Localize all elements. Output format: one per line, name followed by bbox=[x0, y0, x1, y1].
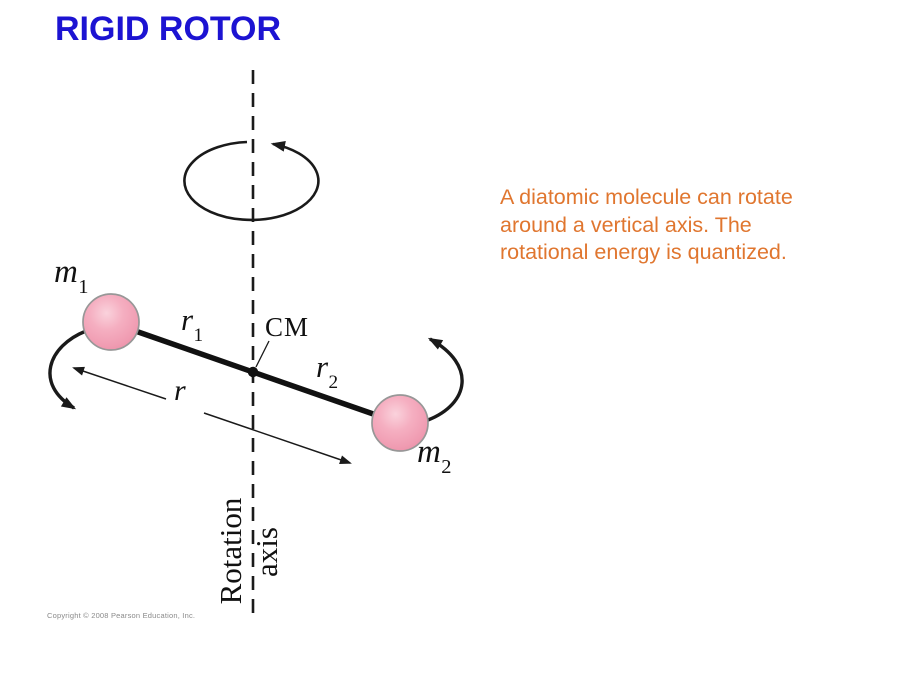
caption-line-2: around a vertical axis. The bbox=[500, 212, 752, 237]
r-label: r bbox=[174, 374, 186, 407]
m2-rotation-arrow bbox=[427, 337, 464, 422]
caption-line-3: rotational energy is quantized. bbox=[500, 240, 787, 264]
rotation-axis-word1: Rotation bbox=[213, 497, 248, 605]
r2-label: r2 bbox=[316, 349, 338, 392]
r1-label-base: r bbox=[181, 302, 194, 337]
rotation-ellipse-arrow bbox=[183, 140, 320, 222]
r1-label: r1 bbox=[181, 302, 203, 345]
rotation-axis-word2: axis bbox=[249, 527, 284, 577]
slide-title: RIGID ROTOR bbox=[55, 10, 282, 48]
mass1-label-sub: 1 bbox=[78, 276, 89, 299]
r-distance-arrow-left bbox=[72, 366, 167, 400]
mass2-label-base: m bbox=[417, 434, 441, 470]
mass1-label: m1 bbox=[54, 254, 88, 298]
mass1-sphere bbox=[82, 293, 140, 351]
r2-label-base: r bbox=[316, 349, 329, 384]
mass2-label: m2 bbox=[417, 434, 451, 478]
cm-pointer-line bbox=[255, 340, 270, 368]
mass2-sphere bbox=[371, 394, 429, 452]
copyright-text: Copyright © 2008 Pearson Education, Inc. bbox=[47, 611, 196, 620]
caption-line-1: A diatomic molecule can rotate bbox=[500, 185, 793, 209]
mass2-label-sub: 2 bbox=[441, 456, 452, 479]
caption-text: A diatomic molecule can rotate around a … bbox=[500, 184, 830, 267]
mass1-label-base: m bbox=[54, 254, 78, 290]
center-of-mass-label: CM bbox=[265, 312, 310, 342]
m1-rotation-arrow bbox=[48, 329, 87, 410]
r-distance-arrow-right bbox=[203, 412, 352, 465]
r2-label-sub: 2 bbox=[328, 371, 339, 393]
r1-label-sub: 1 bbox=[193, 324, 204, 346]
cm-dot bbox=[247, 366, 259, 378]
